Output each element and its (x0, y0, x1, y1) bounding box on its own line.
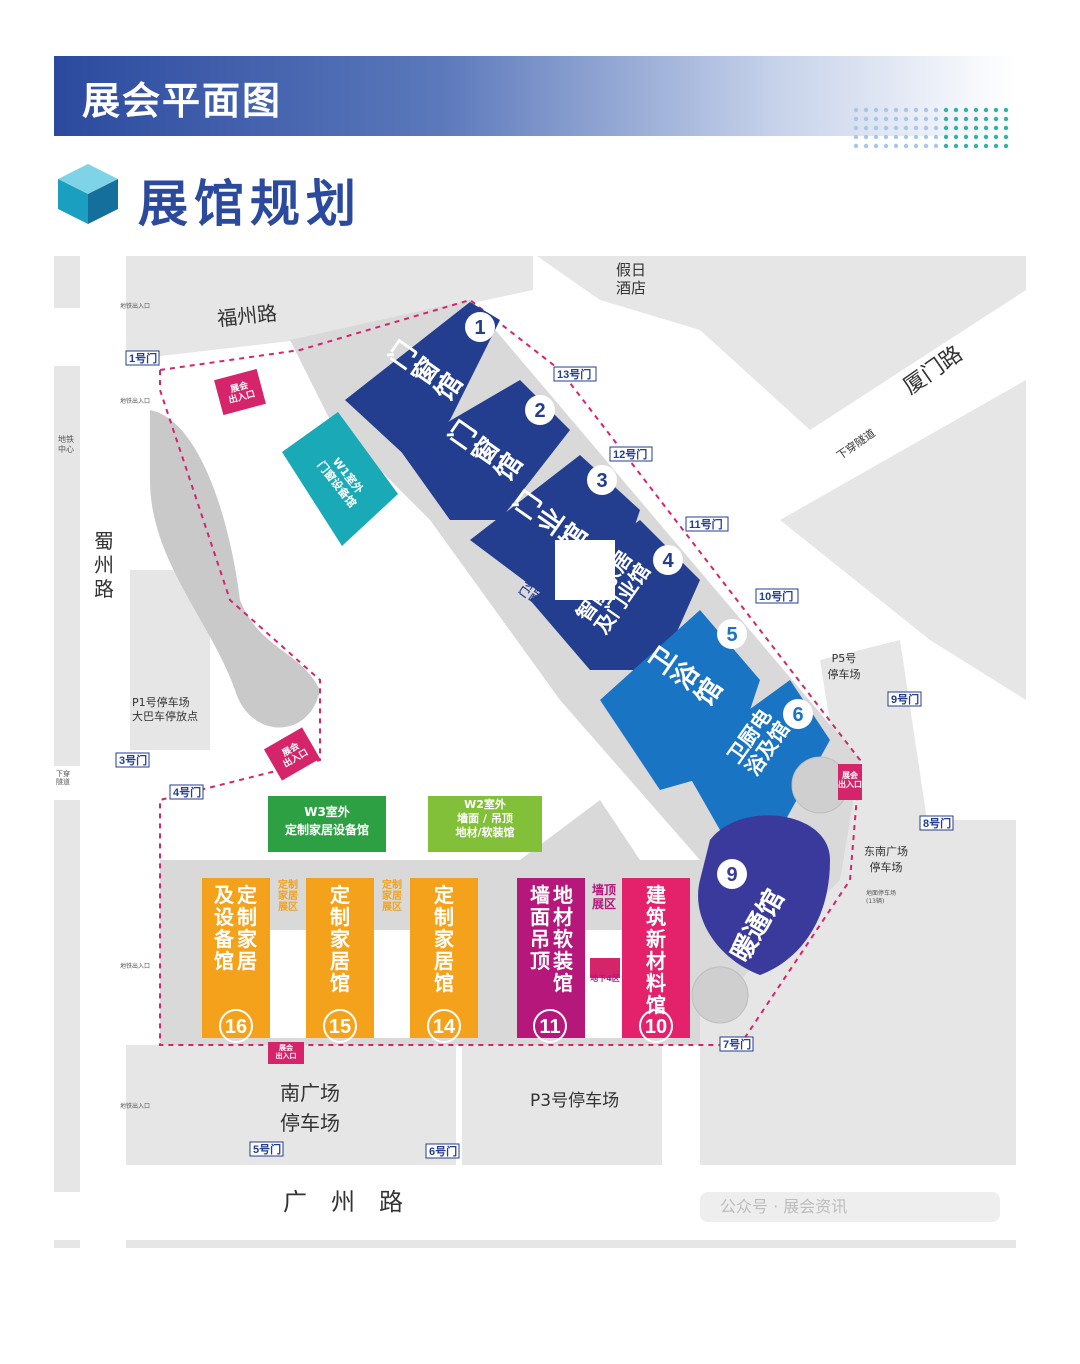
metro-exit-label: 地铁出入口 (120, 962, 150, 970)
metro-exit-label: 地铁出入口 (120, 302, 150, 310)
hall-16-name-a: 定制家居 (237, 883, 258, 973)
page-title: 展会平面图 (82, 79, 283, 123)
landmark-south: 南广场停车场 (280, 1081, 340, 1135)
hall-16-number: 16 (225, 1016, 247, 1038)
landmark-p5: P5号停车场 (828, 652, 861, 681)
hall-10-number: 10 (645, 1016, 667, 1038)
section-title: 展馆规划 (138, 175, 362, 233)
landmark-southeast: 东南广场停车场 (864, 844, 908, 874)
gate-badge (553, 366, 597, 382)
gate-badge (249, 1141, 284, 1157)
hall-11-name-a: 墙面吊顶 (530, 883, 550, 973)
entrance-under: 地下4区 (590, 973, 620, 983)
gate-badge (169, 784, 204, 800)
hall-11-number: 11 (539, 1016, 560, 1038)
outdoor-w2: W2室外墙面 / 吊顶地材/软装馆 (455, 797, 514, 839)
hall-3-number: 3 (596, 470, 607, 492)
gate-label: 11号门 (689, 517, 723, 531)
gate-badge (919, 815, 954, 831)
hall-9-number: 9 (726, 864, 737, 886)
gate-label: 12号门 (613, 447, 647, 461)
hall-15-number: 15 (329, 1016, 351, 1038)
landmark-hotel: 假日酒店 (616, 261, 646, 297)
gate-label: 10号门 (759, 589, 793, 603)
header-banner: 展会平面图 (54, 56, 1014, 136)
hall-6-number: 6 (792, 704, 803, 726)
decorative-dot-grid (853, 107, 1009, 149)
gate-badge (719, 1036, 754, 1052)
zone-15: 定制家居展区 (382, 878, 402, 913)
gate-badge (125, 350, 160, 366)
gate-label: 4号门 (173, 785, 201, 799)
watermark: 公众号 · 展会资讯 (720, 1197, 847, 1216)
hall-15-name: 定制家居馆 (330, 883, 351, 995)
hall-4-number: 4 (662, 550, 674, 572)
landmark-p1: P1号停车场大巴车停放点 (132, 695, 198, 723)
gate-badge (425, 1143, 460, 1159)
landmark-southeast-sub: 地面停车场(13辆) (866, 889, 896, 905)
gate-label: 13号门 (557, 367, 591, 381)
entrance-south: 展会出入口 (276, 1043, 297, 1060)
gate-label: 5号门 (253, 1142, 281, 1156)
gate-label: 7号门 (723, 1037, 751, 1051)
landmark-small-note: 下穿隧道 (56, 769, 70, 786)
hall-14-name: 定制家居馆 (434, 883, 455, 995)
gate-badge (685, 516, 729, 532)
landmark-p3: P3号停车场 (530, 1091, 619, 1111)
gate-badge (609, 446, 653, 462)
outdoor-w3: W3室外定制家居设备馆 (285, 804, 369, 837)
hall-11-name-b: 地材软装馆 (552, 883, 573, 995)
road-guangzhou: 广 州 路 (283, 1188, 403, 1216)
gate-label: 6号门 (429, 1144, 457, 1158)
hall-10-name: 建筑新材料馆 (646, 883, 666, 1017)
metro-exit-label: 地铁出入口 (120, 1102, 150, 1110)
road-shuzhou: 蜀州路 (94, 529, 114, 601)
entrance-east: 展会出入口 (838, 770, 862, 789)
hall-5-number: 5 (726, 624, 737, 646)
gate-label: 3号门 (119, 753, 147, 767)
gate-label: 9号门 (891, 692, 919, 706)
hall-14-number: 14 (433, 1016, 456, 1038)
landmark-metro: 地铁中心 (58, 434, 74, 454)
cube-icon (58, 164, 118, 224)
zone-16: 定制家居展区 (278, 878, 298, 913)
hall-1-number: 1 (474, 317, 485, 339)
hall-2-number: 2 (534, 400, 545, 422)
zone-11: 墙顶展区 (592, 882, 616, 911)
metro-exit-label: 地铁出入口 (120, 397, 150, 405)
gate-label: 8号门 (923, 816, 951, 830)
hall-16-name-b: 及设备馆 (213, 883, 235, 973)
road-underpass: 下穿隧道 (834, 426, 878, 463)
gate-badge (115, 752, 150, 768)
gate-badge (887, 691, 922, 707)
gate-badge (755, 588, 799, 604)
gate-label: 1号门 (129, 351, 157, 365)
